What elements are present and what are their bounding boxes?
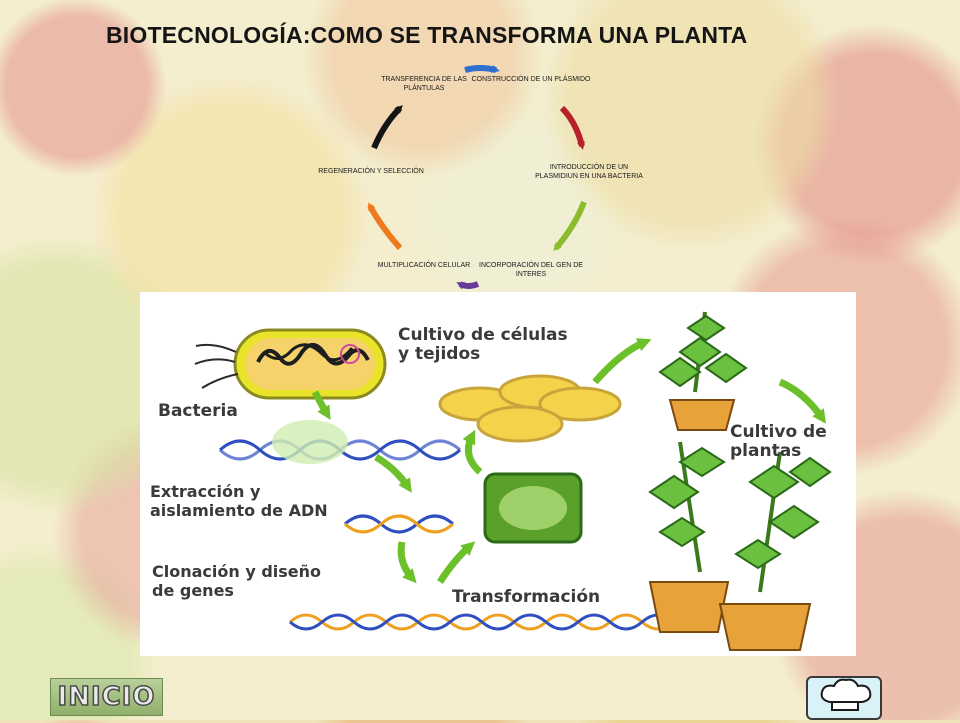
chef-hat-icon [820,678,872,711]
inicio-button[interactable]: INICIO [50,678,163,716]
process-arrows-icon [311,338,826,584]
slide-title: BIOTECNOLOGÍA:COMO SE TRANSFORMA UNA PLA… [106,22,748,48]
illustration-artwork [194,311,832,651]
cycle-step-regeneracion: REGENERACIÓN Y SELECCIÓN [318,168,424,175]
plant-large-icon [648,441,832,651]
label-cultivo-celulas: Cultivo de células y tejidos [398,325,568,364]
dna-strand-1-icon [218,420,462,464]
cycle-arrow-3 [553,200,587,252]
dna-strand-3-icon [289,613,675,631]
chef-hat-button[interactable] [806,676,882,720]
cycle-step-transferencia: TRANSFERENCIA DE LAS PLÁNTULAS [381,76,467,92]
plant-transformation-illustration: Bacteria Extracción y aislamiento de ADN… [140,292,856,656]
cycle-arrow-5 [367,202,403,251]
dna-strand-2-icon [344,514,454,534]
plant-small-icon [658,311,748,431]
label-clonacion-genes: Clonación y diseño de genes [152,562,322,600]
cycle-step-multiplicacion: MULTIPLICACIÓN CELULAR [377,262,471,269]
petri-dishes-icon [438,374,622,443]
label-cultivo-plantas: Cultivo de plantas [730,422,827,461]
cycle-step-construccion: CONSTRUCCIÓN DE UN PLÁSMIDO [471,76,591,83]
plant-cell-icon [483,472,583,544]
label-bacteria: Bacteria [158,401,238,421]
cycle-step-incorporacion: INCORPORACIÓN DEL GEN DE INTERES [479,262,583,278]
bacterium-icon [194,328,387,400]
cycle-arrow-4 [456,281,480,290]
process-cycle-diagram [367,65,587,290]
label-extraccion-adn: Extracción y aislamiento de ADN [150,482,328,520]
cycle-arrow-2 [559,105,585,150]
label-transformacion: Transformación [452,587,601,607]
cycle-arrow-1 [464,65,500,73]
inicio-button-label: INICIO [57,681,156,713]
cycle-arrow-6 [371,105,403,150]
cycle-step-introduccion: INTRODUCCIÓN DE UN PLASMIDIUN EN UNA BAC… [535,164,643,180]
